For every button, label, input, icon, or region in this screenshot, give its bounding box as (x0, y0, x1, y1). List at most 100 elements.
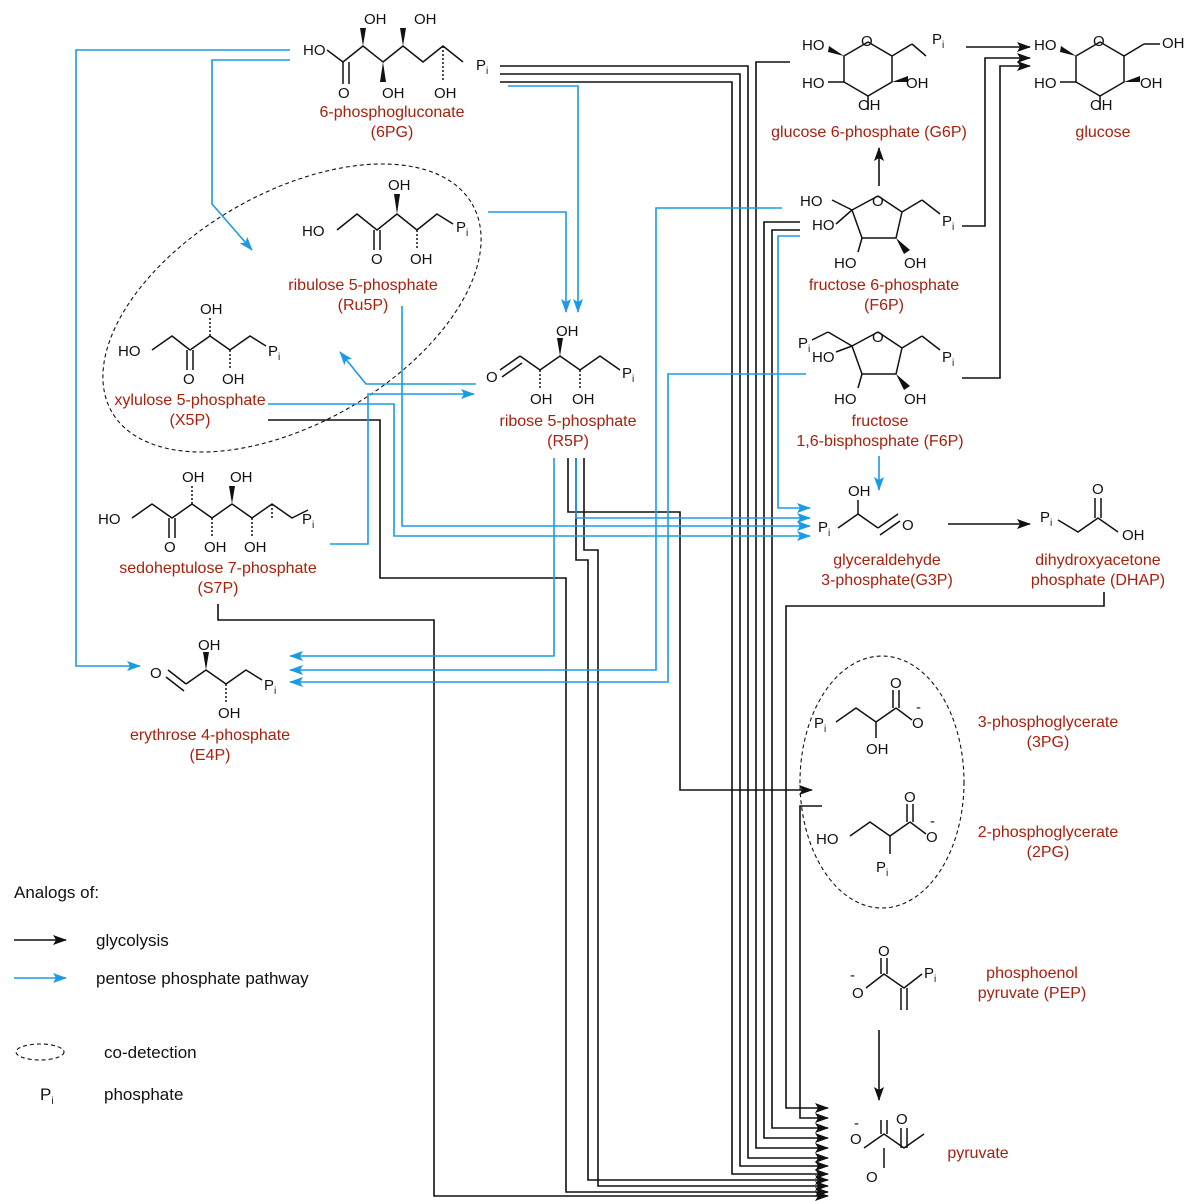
label-fbp-abbr: 1,6-bisphosphate (F6P) (796, 433, 963, 450)
structure-g3p: Pi OH O (818, 483, 914, 539)
atom-charge: - (850, 967, 855, 984)
atom-oh: OH (572, 391, 595, 408)
legend-glycolysis-label: glycolysis (96, 931, 169, 950)
atom-o: O (926, 829, 938, 846)
atom-charge: - (930, 813, 935, 830)
label-r5p-name: ribose 5-phosphate (500, 413, 637, 430)
atom-oh: OH (848, 483, 871, 500)
atom-pi: Pi (476, 57, 488, 77)
atom-ho: HO (1034, 37, 1057, 54)
atom-o: O (878, 943, 890, 960)
line-2pg-stub (799, 805, 822, 818)
atom-pi: Pi (302, 511, 314, 531)
arrow-r5p-to-g3p (575, 458, 811, 523)
arrow-g6p-to-pyruvate (755, 61, 829, 1153)
legend-title: Analogs of: (14, 883, 99, 902)
atom-oh: OH (1122, 527, 1145, 544)
label-s7p-abbr: (S7P) (198, 580, 239, 597)
arrow-6pg-to-e4p (75, 49, 290, 671)
label-x5p-abbr: (X5P) (170, 412, 211, 429)
atom-charge: - (854, 1115, 859, 1132)
atom-o: O (1092, 481, 1104, 498)
atom-charge: - (916, 699, 921, 716)
label-f6p-name: fructose 6-phosphate (809, 277, 959, 294)
atom-pi: Pi (264, 677, 276, 697)
structure-dhap: Pi O OH (1040, 481, 1145, 544)
arrow-f6p-to-pyruvate (763, 221, 829, 1143)
arrow-x5p-to-g3p (268, 403, 811, 541)
label-s7p-name: sedoheptulose 7-phosphate (119, 560, 317, 577)
atom-pi: Pi (942, 213, 954, 233)
atom-pi: Pi (932, 31, 944, 51)
atom-o: O (872, 329, 884, 346)
atom-oh: OH (530, 391, 553, 408)
atom-ho: HO (1034, 75, 1057, 92)
structure-ru5p: HO O OH OH Pi (302, 177, 468, 268)
label-ru5p-abbr: (Ru5P) (338, 297, 389, 314)
label-glucose: glucose (1075, 124, 1130, 141)
structure-r5p: O OH OH OH Pi (486, 323, 634, 408)
atom-oh: OH (434, 85, 457, 102)
label-pyruvate: pyruvate (947, 1145, 1008, 1162)
label-pep-name: phosphoenol (986, 965, 1078, 982)
structure-glucose: O HO HO OH OH OH (1034, 33, 1185, 114)
structure-g6p: O HO HO OH OH Pi (802, 31, 944, 114)
codetection-ellipse-ru5p-x5p (102, 163, 482, 453)
atom-oh: OH (904, 255, 927, 272)
atom-o: O (850, 1131, 862, 1148)
arrow-6pg-to-pyruvate-c (500, 81, 829, 1179)
arrow-s7p-to-r5p (330, 389, 475, 545)
atom-o: O (902, 517, 914, 534)
atom-pi: Pi (622, 365, 634, 385)
atom-o: O (338, 85, 350, 102)
atom-pi: Pi (456, 219, 468, 239)
arrow-r5p-to-e4p (289, 458, 555, 661)
label-6pg-abbr: (6PG) (371, 124, 414, 141)
legend-codetection-ellipse (15, 1043, 65, 1061)
atom-o: O (866, 1169, 878, 1186)
atom-oh: OH (556, 323, 579, 340)
atom-ho: HO (834, 255, 857, 272)
label-6pg-name: 6-phosphogluconate (319, 104, 464, 121)
arrow-r5p-to-3pg (567, 458, 813, 795)
atom-oh: OH (200, 301, 223, 318)
arrow-r5p-to-pyruvate-a (575, 458, 829, 1185)
atom-o: O (150, 665, 162, 682)
atom-o: O (872, 193, 884, 210)
atom-pi: Pi (268, 343, 280, 363)
label-x5p-name: xylulose 5-phosphate (114, 392, 265, 409)
arrow-x5p-to-pyruvate (268, 419, 829, 1197)
legend-ppp-label: pentose phosphate pathway (96, 969, 309, 988)
arrow-fbp-to-e4p (289, 373, 806, 687)
atom-oh: OH (1140, 75, 1163, 92)
atom-o: O (183, 371, 195, 388)
atom-oh: OH (364, 11, 387, 28)
structure-f6p: HO HO O HO OH Pi (800, 193, 954, 272)
structure-pep: O O - Pi (850, 943, 936, 1010)
arrow-6pg-to-r5p (508, 85, 583, 313)
atom-pi: Pi (798, 335, 810, 355)
legend: Analogs of: glycolysis pentose phosphate… (14, 883, 309, 1107)
label-3pg-abbr: (3PG) (1027, 734, 1070, 751)
atom-ho: HO (303, 42, 326, 59)
atom-pi: Pi (818, 519, 830, 539)
structure-fbp: Pi HO O HO OH Pi (798, 329, 954, 408)
atom-oh: OH (1090, 97, 1113, 114)
label-dhap-abbr: phosphate (DHAP) (1031, 572, 1165, 589)
atom-oh: OH (222, 371, 245, 388)
arrow-g3p-to-pyruvate (771, 229, 829, 1133)
atom-oh: OH (244, 539, 267, 556)
structure-2pg: HO O O - Pi (816, 789, 938, 879)
structure-s7p: HO O OH OH OH OH Pi (98, 469, 314, 556)
atom-o: O (890, 675, 902, 692)
label-f6p-abbr: (F6P) (864, 297, 904, 314)
atom-pi: Pi (1040, 509, 1052, 529)
arrow-f6p-to-g3p (777, 235, 811, 513)
arrow-6pg-to-pyruvate-a (500, 65, 829, 1163)
legend-codetection-label: co-detection (104, 1043, 197, 1062)
atom-o: O (164, 539, 176, 556)
legend-phosphate-label: phosphate (104, 1085, 183, 1104)
label-2pg-name: 2-phosphoglycerate (978, 824, 1119, 841)
atom-oh: OH (218, 705, 241, 722)
